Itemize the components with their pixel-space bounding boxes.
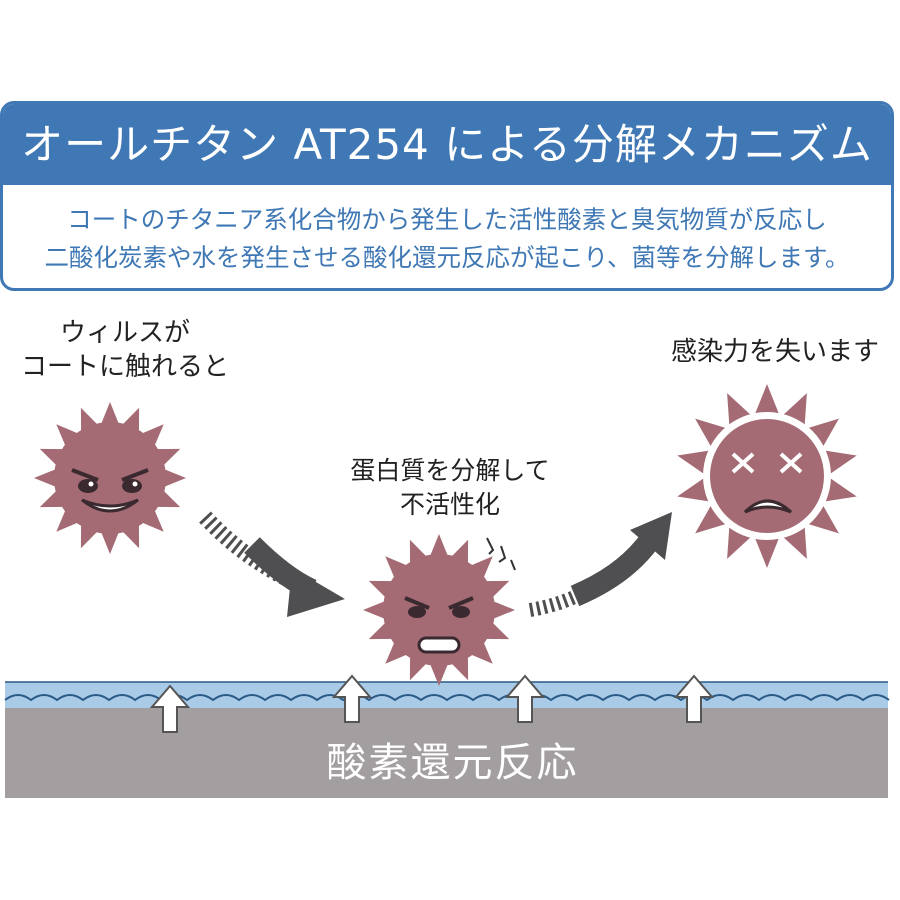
header-box: オールチタン AT254 による分解メカニズム コートのチタニア系化合物から発生… [0,101,894,291]
curved-arrow-right [528,512,672,617]
up-arrow-icon [331,674,373,723]
description: コートのチタニア系化合物から発生した活性酸素と臭気物質が反応し 二酸化炭素や水を… [3,185,891,277]
coating-wave-line [4,694,890,702]
ground-label: 酸素還元反応 [326,740,579,786]
step2-label: 蛋白質を分解して 不活性化 [330,454,570,522]
description-line-1: コートのチタニア系化合物から発生した活性酸素と臭気物質が反応し [67,205,827,234]
curved-arrow-left [199,511,345,617]
up-arrow-icon [149,684,191,733]
virus-inactive-icon [677,384,857,568]
page-title: オールチタン AT254 による分解メカニズム [3,104,891,185]
reaction-up-arrows [149,674,715,733]
step2-label-line-1: 蛋白質を分解して [350,456,550,485]
step1-label-line-2: コートに触れると [20,352,229,382]
coating-layer [5,682,888,708]
substrate-layer [5,708,888,798]
step3-label: 感染力を失います [670,337,879,367]
virus-angry-icon [34,402,186,554]
description-line-2: 二酸化炭素や水を発生させる酸化還元反応が起こり、菌等を分解します。 [44,243,850,272]
step1-label-line-1: ウィルスが [59,318,190,348]
up-arrow-icon [504,674,546,723]
up-arrow-icon [673,674,715,723]
virus-struggling-icon [363,534,516,686]
step2-label-line-2: 不活性化 [399,490,500,519]
shock-mark-icon [486,537,516,571]
step1-label: ウィルスが コートに触れると [0,316,250,384]
